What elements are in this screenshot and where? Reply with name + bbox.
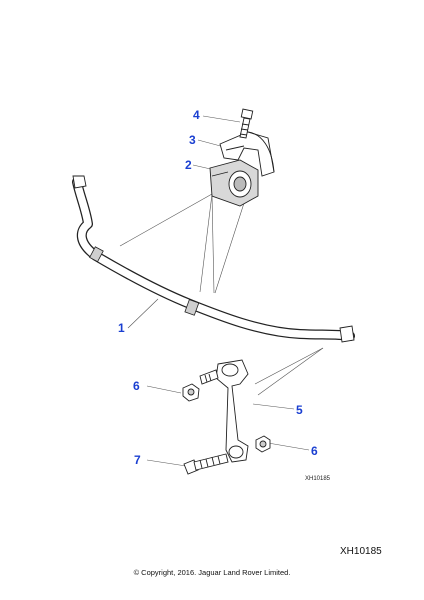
callout-5: 5	[296, 403, 303, 417]
bushing	[209, 159, 259, 207]
leader-lines	[119, 115, 324, 467]
stabilizer-link	[199, 359, 249, 463]
drawing-code: XH10185	[305, 476, 331, 482]
callout-3: 3	[189, 133, 196, 147]
link-bolt	[183, 453, 229, 475]
callout-6-upper: 6	[133, 379, 140, 393]
callout-7: 7	[134, 453, 141, 467]
lower-nut	[255, 435, 271, 453]
clamp-bracket	[219, 131, 275, 177]
callout-6-lower: 6	[311, 444, 318, 458]
callout-2: 2	[185, 158, 192, 172]
callout-4: 4	[193, 108, 200, 122]
copyright-notice: © Copyright, 2016. Jaguar Land Rover Lim…	[133, 568, 291, 577]
callout-1: 1	[118, 321, 125, 335]
anti-roll-bar	[72, 175, 355, 343]
bracket-bolt	[239, 108, 254, 139]
upper-nut	[182, 383, 200, 402]
figure-id: XH10185	[340, 546, 382, 557]
